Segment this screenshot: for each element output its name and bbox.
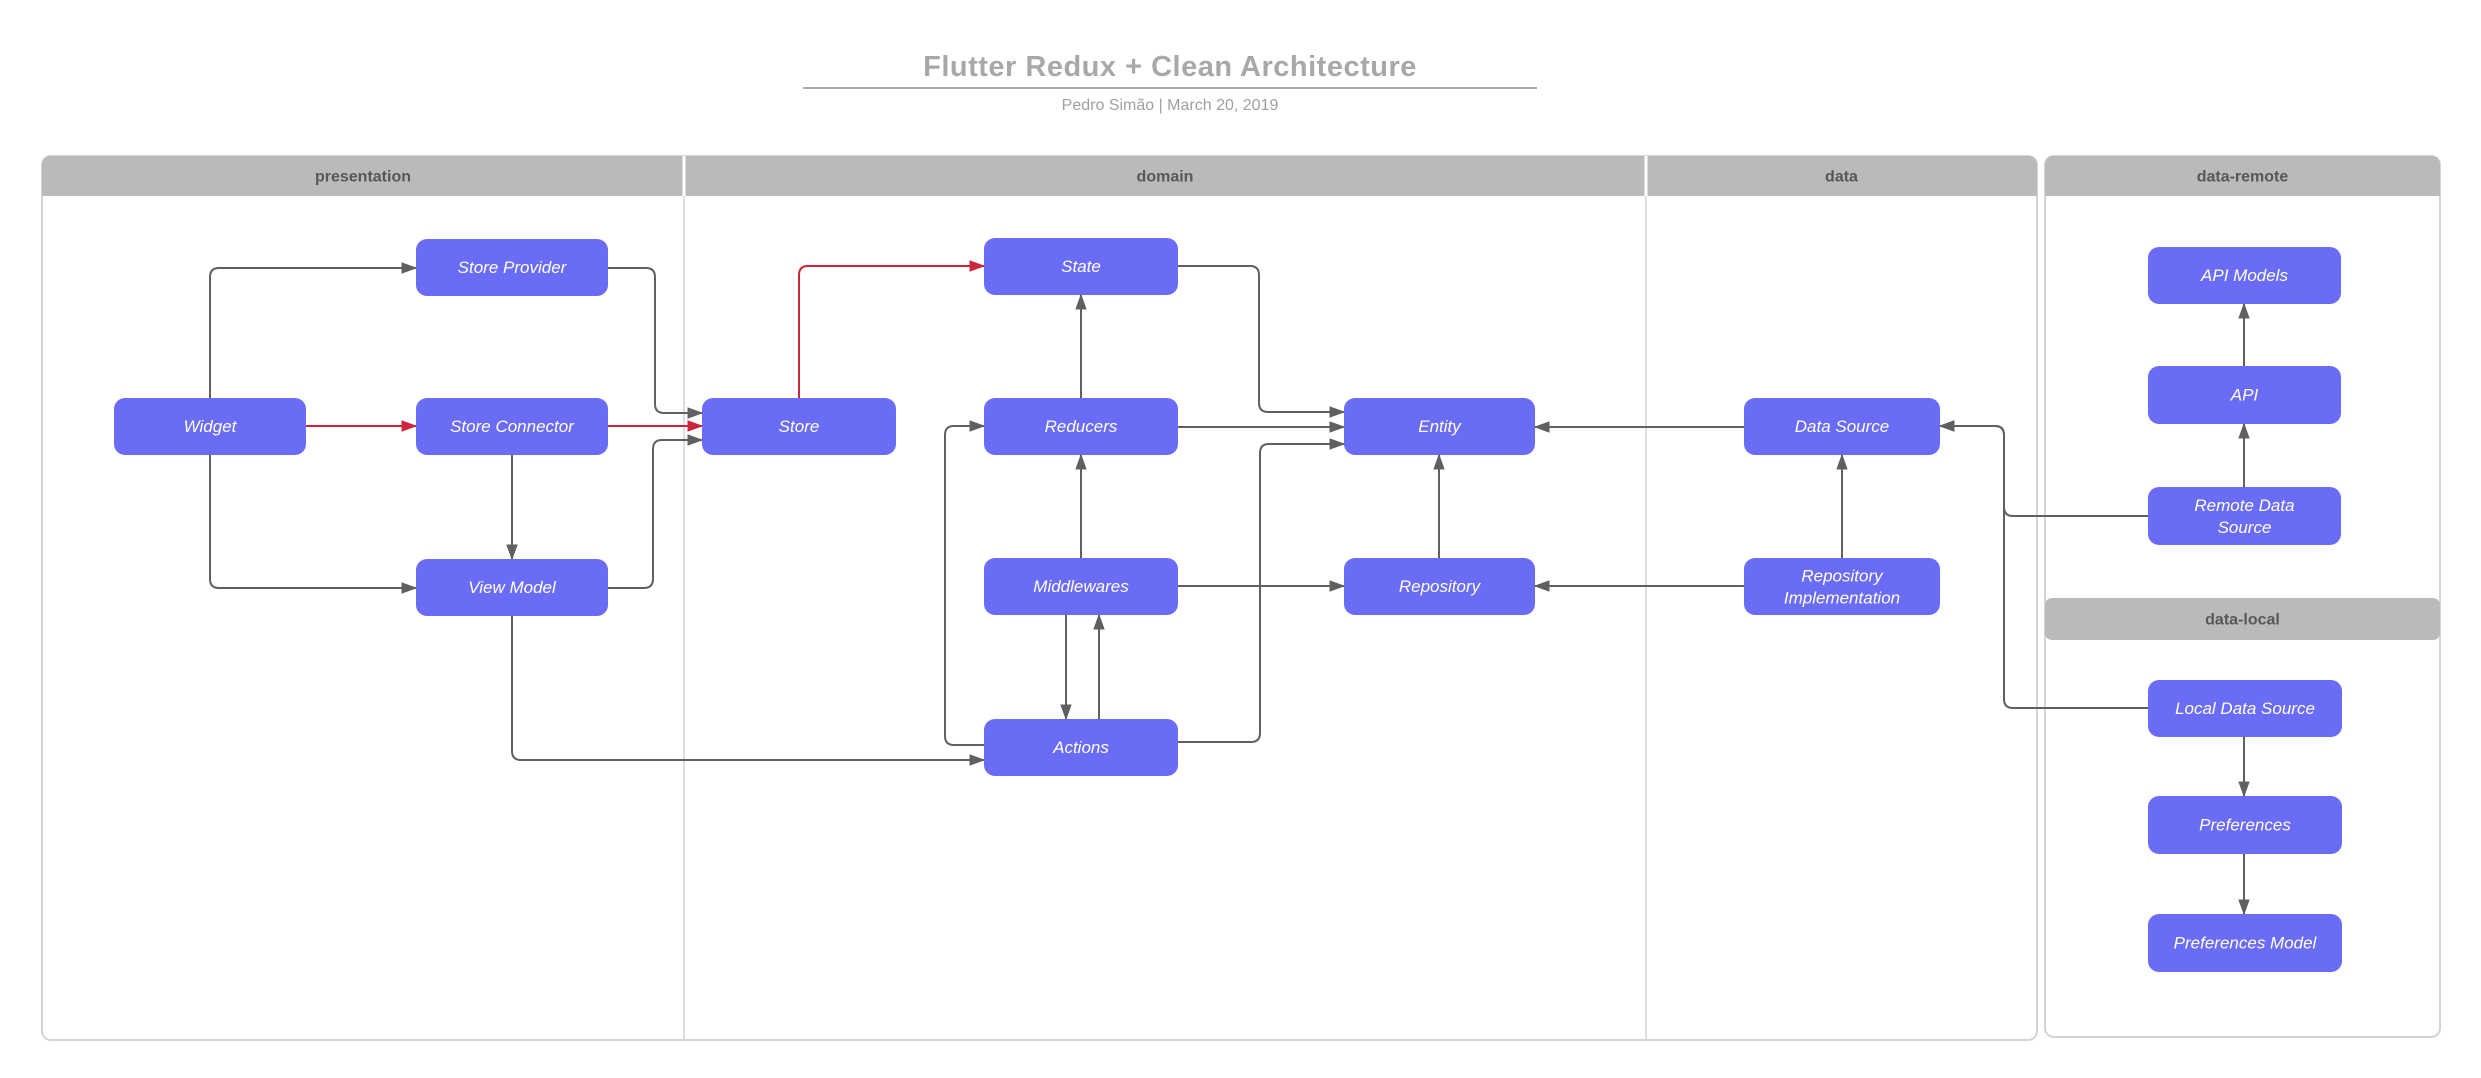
- node-label-api: API: [2230, 386, 2259, 405]
- node-store-connector[interactable]: Store Connector: [416, 398, 608, 455]
- node-label-actions: Actions: [1052, 738, 1109, 757]
- node-label-state: State: [1061, 257, 1101, 276]
- node-api-models[interactable]: API Models: [2148, 247, 2341, 304]
- node-api[interactable]: API: [2148, 366, 2341, 424]
- node-middlewares[interactable]: Middlewares: [984, 558, 1178, 615]
- node-state[interactable]: State: [984, 238, 1178, 295]
- node-label-store-connector: Store Connector: [450, 417, 575, 436]
- node-label-api-models: API Models: [2200, 266, 2288, 285]
- lane-header-presentation: presentation: [315, 169, 411, 186]
- edge-store-to-state: [798, 266, 985, 399]
- edge-widget-to-store-provider: [209, 268, 417, 399]
- node-widget[interactable]: Widget: [114, 398, 306, 455]
- edge-state-to-entity: [1177, 265, 1345, 412]
- lane-header-domain: domain: [1137, 169, 1194, 186]
- diagram-title: Flutter Redux + Clean Architecture: [923, 51, 1417, 83]
- node-label-preferences: Preferences: [2199, 816, 2291, 835]
- node-preferences[interactable]: Preferences: [2148, 796, 2342, 854]
- node-label-store: Store: [779, 417, 820, 436]
- node-label-store-provider: Store Provider: [458, 258, 568, 277]
- node-store[interactable]: Store: [702, 398, 896, 455]
- edge-local-data-source-to-data-source: [1939, 426, 2149, 709]
- node-label-preferences-model: Preferences Model: [2174, 934, 2318, 953]
- node-entity[interactable]: Entity: [1344, 398, 1535, 455]
- node-label-middlewares: Middlewares: [1033, 577, 1129, 596]
- remote-pool-header: [2045, 156, 2440, 196]
- edge-actions-to-reducers: [944, 426, 985, 746]
- node-preferences-model[interactable]: Preferences Model: [2148, 914, 2342, 972]
- node-reducers[interactable]: Reducers: [984, 398, 1178, 455]
- node-label-reducers: Reducers: [1045, 417, 1118, 436]
- node-view-model[interactable]: View Model: [416, 559, 608, 616]
- node-label-view-model: View Model: [468, 578, 557, 597]
- edge-view-model-to-store: [607, 440, 703, 589]
- edge-actions-to-entity: [1177, 444, 1345, 743]
- node-actions[interactable]: Actions: [984, 719, 1178, 776]
- title-underline: [803, 87, 1537, 89]
- node-local-data-source[interactable]: Local Data Source: [2148, 680, 2342, 737]
- node-data-source[interactable]: Data Source: [1744, 398, 1940, 455]
- node-label-data-source: Data Source: [1795, 417, 1890, 436]
- node-label-repository: Repository: [1399, 577, 1482, 596]
- sub-header-label-data-local: data-local: [2205, 612, 2280, 629]
- node-label-widget: Widget: [184, 417, 238, 436]
- node-store-provider[interactable]: Store Provider: [416, 239, 608, 296]
- edge-view-model-to-actions: [511, 615, 985, 760]
- edge-store-provider-to-store: [607, 267, 703, 413]
- node-label-entity: Entity: [1418, 417, 1462, 436]
- lane-header-data: data: [1825, 169, 1858, 186]
- title-block: Flutter Redux + Clean Architecture Pedro…: [753, 50, 1587, 115]
- lane-header-data-remote: data-remote: [2197, 169, 2289, 186]
- edge-widget-to-view-model: [209, 454, 417, 588]
- main-pool-header: [42, 156, 2037, 196]
- diagram-byline: Pedro Simão | March 20, 2019: [1061, 97, 1279, 114]
- node-label-local-data-source: Local Data Source: [2175, 699, 2315, 718]
- node-repository[interactable]: Repository: [1344, 558, 1535, 615]
- sub-header-data-local: [2045, 598, 2440, 640]
